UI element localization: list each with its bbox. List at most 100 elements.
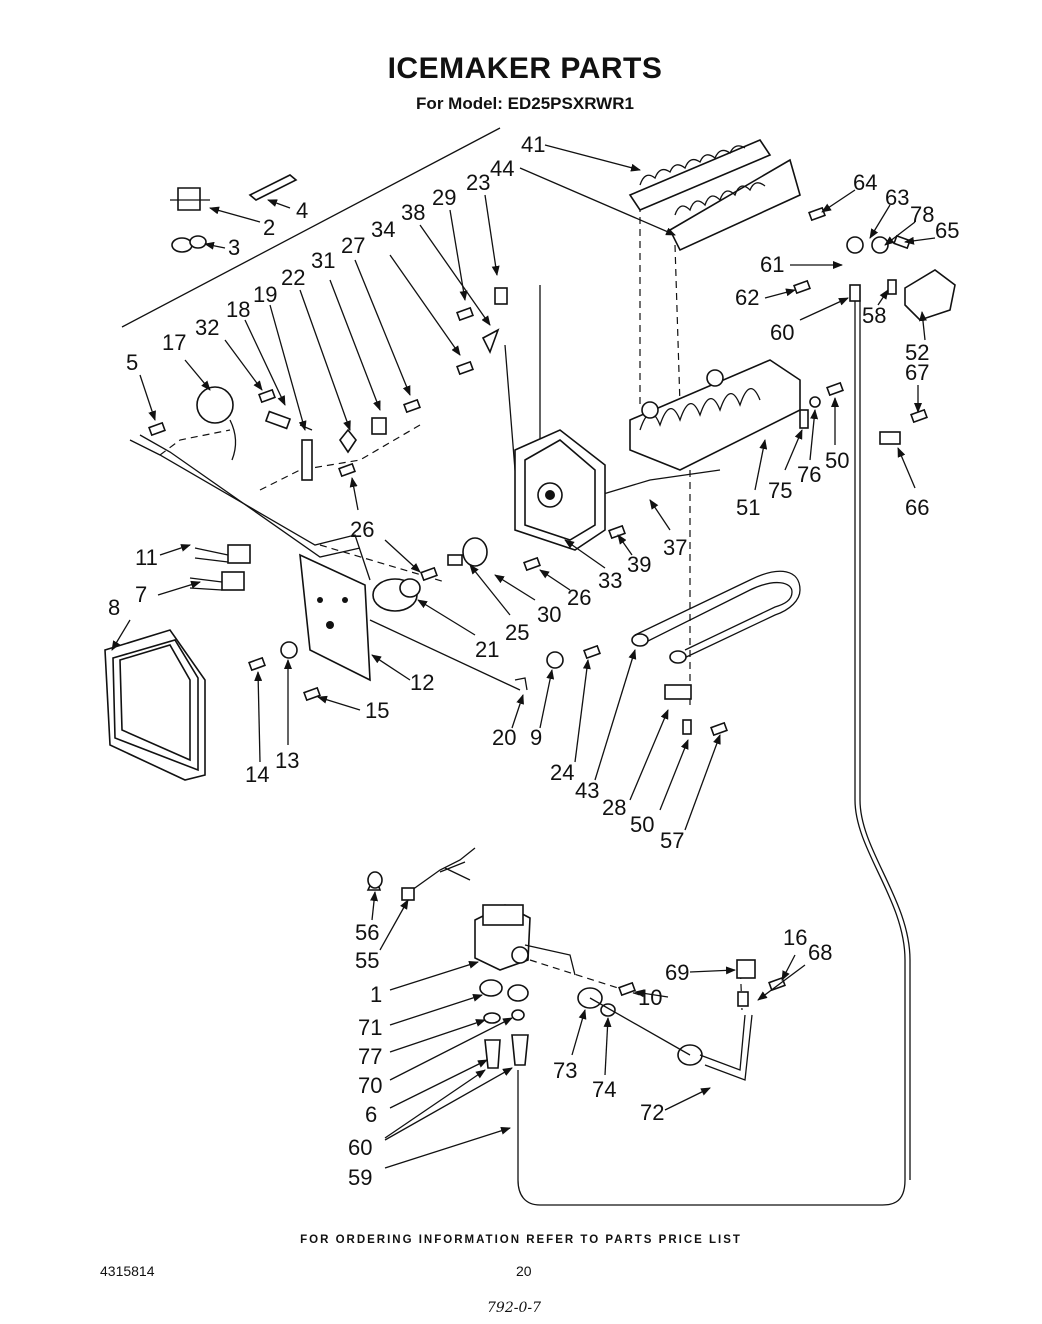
callout-58: 58 bbox=[862, 303, 886, 328]
callout-6: 6 bbox=[365, 1102, 377, 1127]
callout-59: 59 bbox=[348, 1165, 372, 1190]
fill-tube-outer bbox=[859, 300, 911, 1180]
heater-element-part bbox=[631, 570, 801, 664]
callout-51: 51 bbox=[736, 495, 760, 520]
callout-17: 17 bbox=[162, 330, 186, 355]
callout-30: 30 bbox=[537, 602, 561, 627]
callout-20: 20 bbox=[492, 725, 516, 750]
callout-57: 57 bbox=[660, 828, 684, 853]
ice-mold-part bbox=[599, 359, 801, 496]
callout-50-mid: 50 bbox=[630, 812, 654, 837]
callout-34: 34 bbox=[371, 217, 395, 242]
callout-75: 75 bbox=[768, 478, 792, 503]
callout-8: 8 bbox=[108, 595, 120, 620]
callout-69: 69 bbox=[665, 960, 689, 985]
callout-24: 24 bbox=[550, 760, 574, 785]
fill-tube bbox=[517, 300, 906, 1206]
callout-29: 29 bbox=[432, 185, 456, 210]
callout-15: 15 bbox=[365, 698, 389, 723]
wiring-harness-line-2 bbox=[139, 434, 361, 558]
page-title: ICEMAKER PARTS bbox=[387, 52, 663, 85]
gear-part bbox=[447, 537, 488, 567]
callout-50-top: 50 bbox=[825, 448, 849, 473]
callout-19: 19 bbox=[253, 282, 277, 307]
callout-66: 66 bbox=[905, 495, 929, 520]
callout-21: 21 bbox=[475, 637, 499, 662]
callout-68: 68 bbox=[808, 940, 832, 965]
document-number: 4315814 bbox=[100, 1263, 155, 1279]
terminal-connectors bbox=[189, 544, 251, 591]
dashed-guide-2 bbox=[259, 424, 421, 491]
callout-31: 31 bbox=[311, 248, 335, 273]
callout-70: 70 bbox=[358, 1073, 382, 1098]
water-valve-part bbox=[366, 847, 756, 1081]
callout-67: 67 bbox=[905, 360, 929, 385]
callout-39: 39 bbox=[627, 552, 651, 577]
callout-74: 74 bbox=[592, 1077, 616, 1102]
callout-10: 10 bbox=[638, 985, 662, 1010]
callout-4: 4 bbox=[296, 198, 308, 223]
callout-25: 25 bbox=[505, 620, 529, 645]
module-plate-part bbox=[299, 553, 371, 682]
ice-stripper-part bbox=[628, 139, 801, 252]
wire-to-switch bbox=[369, 619, 521, 691]
callout-23: 23 bbox=[466, 170, 490, 195]
callout-73: 73 bbox=[553, 1058, 577, 1083]
callout-44: 44 bbox=[490, 156, 514, 181]
callout-52: 52 bbox=[905, 340, 929, 365]
callout-27: 27 bbox=[341, 233, 365, 258]
callout-64: 64 bbox=[853, 170, 877, 195]
callout-38: 38 bbox=[401, 200, 425, 225]
callout-7: 7 bbox=[135, 582, 147, 607]
front-cover-part bbox=[104, 629, 206, 781]
dashed-guide bbox=[159, 429, 231, 456]
wiring-harness-line bbox=[129, 439, 371, 581]
callout-76: 76 bbox=[797, 462, 821, 487]
control-housing-part bbox=[514, 429, 606, 551]
ordering-footer-note: FOR ORDERING INFORMATION REFER TO PARTS … bbox=[300, 1234, 742, 1246]
fasteners bbox=[148, 206, 956, 997]
callout-12: 12 bbox=[410, 670, 434, 695]
callout-16: 16 bbox=[783, 925, 807, 950]
callout-71: 71 bbox=[358, 1015, 382, 1040]
callout-63: 63 bbox=[885, 185, 909, 210]
callout-72: 72 bbox=[640, 1100, 664, 1125]
callout-26-left: 26 bbox=[350, 517, 374, 542]
assembly-envelope-line bbox=[121, 127, 501, 328]
callout-28: 28 bbox=[602, 795, 626, 820]
callout-65: 65 bbox=[935, 218, 959, 243]
callout-18: 18 bbox=[226, 297, 250, 322]
callout-13: 13 bbox=[275, 748, 299, 773]
callout-78: 78 bbox=[910, 202, 934, 227]
callout-14: 14 bbox=[245, 762, 269, 787]
callout-1: 1 bbox=[370, 982, 382, 1007]
callout-33: 33 bbox=[598, 568, 622, 593]
callout-60-bottom: 60 bbox=[348, 1135, 372, 1160]
callout-62: 62 bbox=[735, 285, 759, 310]
page-number: 20 bbox=[516, 1263, 532, 1279]
callout-60-top: 60 bbox=[770, 320, 794, 345]
dashed-guide-4 bbox=[674, 244, 681, 406]
callout-56: 56 bbox=[355, 920, 379, 945]
callout-77: 77 bbox=[358, 1044, 382, 1069]
callout-22: 22 bbox=[281, 265, 305, 290]
callout-41: 41 bbox=[521, 132, 545, 157]
callout-32: 32 bbox=[195, 315, 219, 340]
callout-26-right: 26 bbox=[567, 585, 591, 610]
callout-arrows bbox=[111, 144, 936, 1169]
model-subtitle: For Model: ED25PSXRWR1 bbox=[416, 94, 634, 113]
handwritten-note: 792-0-7 bbox=[487, 1300, 541, 1316]
thermostat-part bbox=[196, 386, 237, 461]
callout-labels: 41 44 29 23 38 34 27 31 22 19 18 32 17 5… bbox=[108, 132, 959, 1190]
callout-9: 9 bbox=[530, 725, 542, 750]
callout-3: 3 bbox=[228, 235, 240, 260]
callout-37: 37 bbox=[663, 535, 687, 560]
callout-2: 2 bbox=[263, 215, 275, 240]
callout-5: 5 bbox=[126, 350, 138, 375]
valve-fittings-part bbox=[170, 174, 298, 253]
callout-11: 11 bbox=[135, 545, 158, 570]
callout-55: 55 bbox=[355, 948, 379, 973]
motor-part bbox=[372, 578, 421, 612]
